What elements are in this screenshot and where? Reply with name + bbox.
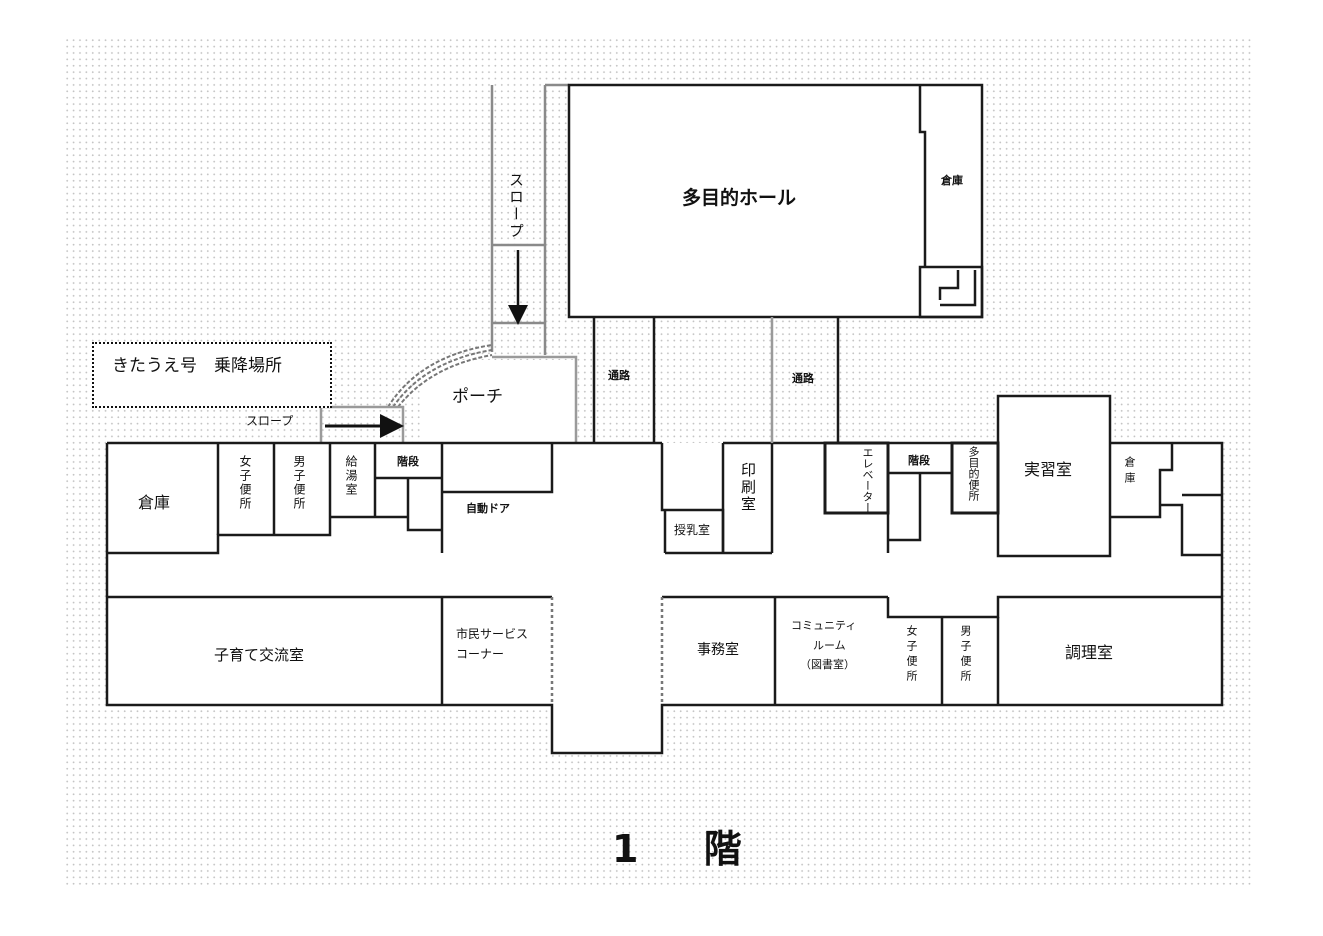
womens-restroom-right-label: 女子便所: [905, 625, 918, 685]
practice-room-label: 実習室: [1024, 460, 1073, 479]
stairs-left-label: 階段: [397, 455, 419, 468]
childcare-exchange-room-label: 子育て交流室: [214, 646, 305, 664]
office-label: 事務室: [697, 642, 739, 658]
vertical-ramp: [490, 83, 569, 355]
passage-left-label: 通路: [608, 369, 630, 382]
hall-label: 多目的ホール: [682, 187, 797, 209]
pickup-area-label: きたうえ号 乗降場所: [112, 356, 282, 376]
stairs-right-label: 階段: [908, 454, 930, 467]
mens-restroom-left-label: 男子便所: [292, 455, 306, 511]
nursing-room-label: 授乳室: [674, 523, 711, 537]
auto-door-label: 自動ドア: [466, 502, 510, 515]
print-room-label: 印刷室: [739, 462, 757, 513]
womens-restroom-left-label: 女子便所: [238, 455, 252, 511]
multipurpose-restroom-label: 多目的便所: [967, 446, 980, 501]
floor-label: 階: [703, 827, 742, 871]
mens-restroom-right-label: 男子便所: [959, 625, 972, 685]
citizen-service-label-2: コーナー: [456, 647, 505, 661]
pickup-area-box: きたうえ号 乗降場所: [92, 342, 332, 408]
passage-right-label: 通路: [792, 372, 814, 385]
horizontal-ramp-label: スロープ: [246, 414, 294, 428]
hall-storage-label: 倉庫: [941, 174, 963, 187]
floor-title: 1 階: [612, 818, 742, 873]
community-room-label-3: （図書室）: [800, 658, 855, 671]
curved-ramp: [387, 344, 493, 408]
vertical-ramp-label: スロープ: [507, 172, 525, 240]
storage-right-label: 倉庫: [1123, 456, 1136, 488]
kitchenette-label: 給湯室: [344, 455, 358, 497]
community-room-label-2: ルーム: [813, 639, 846, 652]
storage-left-label: 倉庫: [138, 493, 171, 512]
floor-number: 1: [612, 827, 639, 871]
community-room-label-1: コミュニティ: [791, 619, 857, 632]
porch-label: ポーチ: [452, 387, 503, 407]
elevator-label: エレベーター: [861, 447, 874, 513]
citizen-service-label-1: 市民サービス: [456, 627, 529, 641]
cooking-room-label: 調理室: [1065, 643, 1114, 662]
